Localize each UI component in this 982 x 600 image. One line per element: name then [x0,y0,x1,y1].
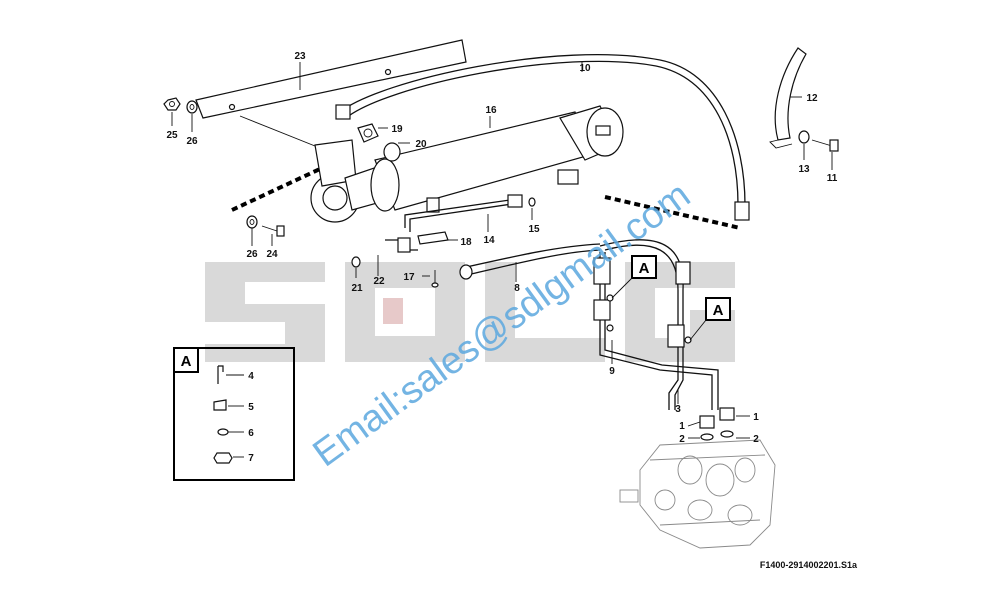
figure-code: F1400-2914002201.S1a [760,560,858,570]
frame-reference-lines [231,166,741,230]
bolt-24 [261,225,285,237]
nut-25 [163,97,181,111]
callout-14: 14 [483,235,495,246]
hydraulic-cylinder-16 [310,105,624,223]
callout-2-left: 2 [679,434,685,445]
callout-13: 13 [798,164,810,175]
detail-marker-a-right-label: A [713,302,724,319]
callout-8: 8 [514,283,520,294]
callout-22: 22 [373,276,385,287]
callout-11: 11 [827,173,838,184]
callout-18: 18 [460,237,472,248]
callout-19: 19 [391,124,403,135]
callout-1-left: 1 [679,421,685,432]
callout-17: 17 [403,272,415,283]
callout-4: 4 [248,371,254,382]
callout-6: 6 [248,428,254,439]
detail-marker-a-left-label: A [639,260,650,277]
callout-15: 15 [528,224,540,235]
callout-24: 24 [266,249,278,260]
callout-20: 20 [415,139,427,150]
callout-1-right: 1 [753,412,759,423]
detail-marker-a-left [611,255,657,299]
bolt-17 [431,270,439,288]
bolt-21 [351,256,361,268]
clamp-18 [417,231,449,245]
pipe-fitting-end [385,237,418,253]
callout-3: 3 [675,404,681,415]
callout-16: 16 [485,105,497,116]
callout-25: 25 [166,130,178,141]
detail-marker-a-right [689,297,731,341]
callout-2-right: 2 [753,434,759,445]
hose-8 [459,243,601,280]
tube-assembly-9 [593,239,719,410]
bracket-plate-23 [195,39,467,153]
detail-box-a-label: A [181,353,192,370]
washer-13 [798,130,810,144]
leader-lines [171,62,833,458]
callout-26-lower: 26 [246,249,258,260]
callout-9: 9 [609,366,615,377]
washer-26-top [186,100,198,114]
control-valve-ghost [619,439,776,549]
hose-10 [335,54,750,221]
washer-26-lower [246,215,258,229]
callout-26-top: 26 [186,136,198,147]
detail-box-a [173,347,295,481]
fittings-1-2 [699,407,735,441]
callout-23: 23 [294,51,306,62]
pipe-14 [404,194,536,232]
callout-7: 7 [248,453,254,464]
callout-5: 5 [248,402,254,413]
fitting-19 [357,123,379,143]
bolt-11 [811,139,839,152]
hose-guard-12 [769,47,807,149]
plug-20 [383,142,401,162]
callout-21: 21 [351,283,363,294]
callout-12: 12 [806,93,818,104]
callout-10: 10 [579,63,591,74]
